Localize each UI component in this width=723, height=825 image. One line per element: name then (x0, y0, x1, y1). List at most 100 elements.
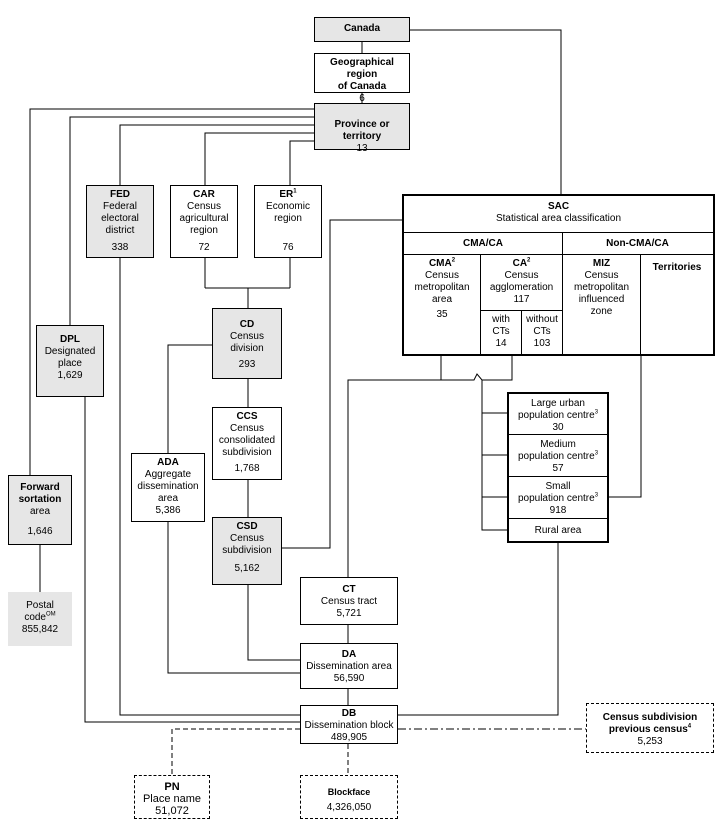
csdprev-footnote: 4 (687, 723, 692, 730)
province-label: Province or territory (334, 119, 390, 142)
cma-name-1: Census (425, 270, 459, 281)
car-name-2: agricultural (179, 213, 229, 224)
link-rural-db (398, 543, 559, 716)
with-cts-l1: with (492, 314, 510, 325)
node-blockface: Blockface 4,326,050 (300, 775, 398, 819)
node-car: CAR Census agricultural region 72 (170, 185, 238, 258)
er-name-1: Economic (266, 201, 310, 212)
with-cts-l2: CTs (492, 326, 510, 337)
pop-divider-2 (509, 476, 607, 477)
er-count: 76 (282, 242, 294, 253)
pop-small-l2: population centre (517, 493, 595, 504)
node-da: DA Dissemination area 56,590 (300, 643, 398, 689)
csdprev-count: 5,253 (637, 736, 663, 747)
pop-medium: Medium population centre3 57 (509, 439, 607, 475)
pop-medium-l2: population centre (517, 451, 595, 462)
fed-name-2: electoral (101, 213, 139, 224)
fsa-name-1: Forward (20, 482, 60, 493)
geo-name-2: of Canada (337, 81, 387, 92)
car-abbr: CAR (193, 189, 215, 200)
sac-miz: MIZ Census metropolitan influenced zone (563, 258, 640, 318)
node-geographical-region: Geographical region of Canada 6 (314, 53, 410, 104)
node-ada: ADA Aggregate dissemination area 5,386 (131, 453, 205, 522)
fsa-name-2: sortation (18, 494, 62, 505)
sac-cma-ca-header: CMA/CA (463, 238, 503, 249)
ada-name-1: Aggregate (144, 469, 192, 480)
link-miz-small (609, 355, 642, 498)
postal-name-1: Postal (26, 600, 54, 611)
sac-header: SAC Statistical area classification (404, 201, 713, 225)
pop-large-count: 30 (552, 422, 564, 433)
ca-abbr-line: CA2 (481, 258, 562, 270)
postal-name-2: code (24, 612, 46, 623)
csd-abbr: CSD (236, 521, 258, 532)
pn-abbr: PN (164, 781, 180, 793)
node-ct: CT Census tract 5,721 (300, 577, 398, 625)
province-count: 13 (356, 143, 368, 154)
fed-name-3: district (105, 225, 135, 236)
er-name-2: region (274, 213, 302, 224)
cd-count: 293 (238, 359, 256, 370)
cma-count: 35 (436, 309, 448, 320)
node-dpl: DPL Designated place 1,629 (36, 325, 104, 397)
ca-abbr: CA (512, 258, 528, 269)
da-abbr: DA (341, 649, 357, 660)
pop-large-l1: Large urban (531, 398, 585, 409)
dpl-name-2: place (58, 358, 82, 369)
car-name-3: region (190, 225, 218, 236)
node-fed: FED Federal electoral district 338 (86, 185, 154, 258)
blockface-name: Blockface (327, 787, 371, 797)
pop-rural: Rural area (534, 525, 582, 536)
cd-abbr: CD (239, 319, 255, 330)
cd-name-1: Census (230, 331, 264, 342)
link-pop-bracket (481, 380, 507, 531)
link-province-dpl (69, 116, 314, 325)
link-sac-merge (441, 355, 513, 381)
node-db: DB Dissemination block 489,905 (300, 705, 398, 744)
pop-medium-count: 57 (552, 463, 564, 474)
ada-count: 5,386 (155, 505, 181, 516)
csd-name-2: subdivision (222, 545, 272, 556)
sac-abbr: SAC (547, 201, 570, 212)
ct-count: 5,721 (336, 608, 362, 619)
pop-small-l1: Small (545, 481, 571, 492)
ada-abbr: ADA (157, 457, 179, 468)
node-population-centres: Large urban population centre3 30 Medium… (507, 392, 609, 543)
node-er: ER1 Economic region 76 (254, 185, 322, 258)
node-ccs: CCS Census consolidated subdivision 1,76… (212, 407, 282, 480)
cma-name-3: area (431, 294, 452, 305)
db-count: 489,905 (330, 732, 368, 743)
ct-abbr: CT (342, 584, 356, 595)
pop-large-footnote: 3 (594, 409, 599, 416)
cma-abbr-line: CMA2 (404, 258, 480, 270)
ca-name-2: agglomeration (489, 282, 554, 293)
ada-name-3: area (157, 493, 178, 504)
sac-territories: Territories (652, 262, 702, 273)
postal-count: 855,842 (21, 624, 59, 635)
link-csd-sac (282, 219, 402, 549)
sac-name: Statistical area classification (495, 213, 622, 224)
pop-medium-l1: Medium (540, 439, 576, 450)
pop-medium-l2-line: population centre3 (509, 451, 607, 463)
sac-divider-top (404, 232, 713, 233)
pn-count: 51,072 (155, 805, 189, 817)
fed-name-1: Federal (103, 201, 137, 212)
sac-ca: CA2 Census agglomeration 117 (481, 258, 562, 306)
pop-divider-1 (509, 434, 607, 435)
link-province-er (289, 140, 314, 185)
ct-name: Census tract (320, 596, 378, 607)
node-sac: SAC Statistical area classification CMA/… (402, 194, 715, 356)
sac-without-cts: without CTs 103 (522, 314, 562, 350)
pop-small-count: 918 (549, 505, 567, 516)
link-db-pn (171, 728, 300, 775)
csdprev-name-2-line: previous census4 (609, 724, 691, 736)
node-province: Province or territory 13 (314, 103, 410, 154)
pn-name: Place name (142, 793, 202, 805)
pop-medium-footnote: 3 (594, 450, 599, 457)
miz-name-1: Census (584, 270, 619, 281)
miz-name-2: metropolitan (573, 282, 630, 293)
dpl-name-1: Designated (44, 346, 96, 357)
node-csd-previous-census: Census subdivision previous census4 5,25… (586, 703, 714, 753)
link-dpl-db (84, 397, 300, 723)
